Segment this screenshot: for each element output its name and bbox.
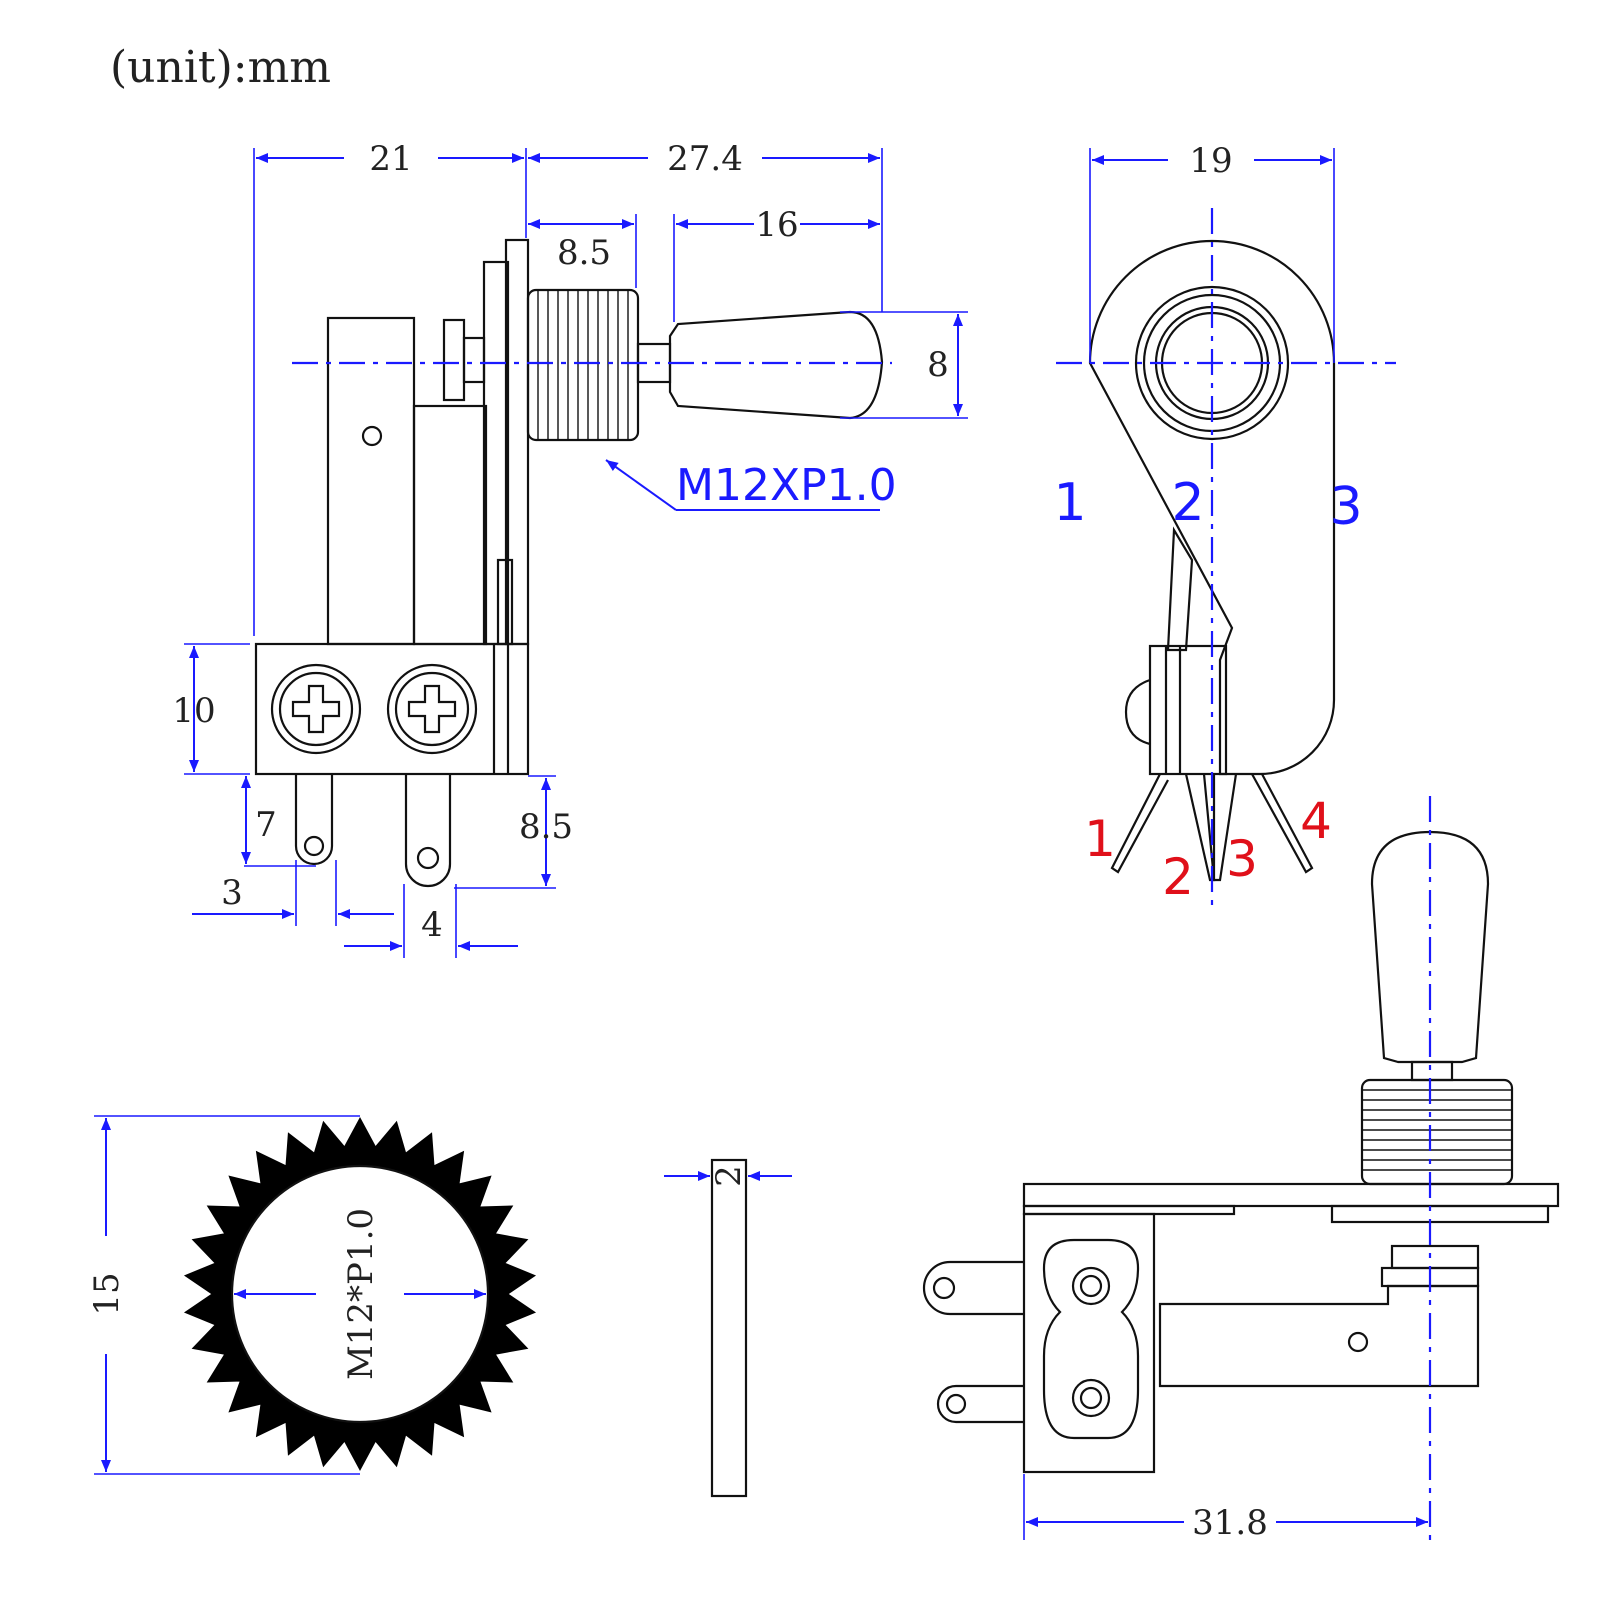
end-plate: [1088, 239, 1336, 776]
terminal-body: [254, 642, 530, 776]
bottom-dims: 31.8: [1023, 1474, 1428, 1543]
blade: [1166, 526, 1194, 652]
terminal-2: 2: [1162, 848, 1194, 906]
bushing-threads: [537, 290, 629, 440]
bottom-mount-plate: [1022, 1182, 1560, 1208]
end-view-dims: 19 1 2 3 1 2 3 4: [1053, 141, 1362, 906]
dim-10: 10: [172, 691, 215, 731]
bottom-screw-link: [1042, 1238, 1140, 1440]
mount-plate: [482, 260, 510, 646]
dim-2: 2: [709, 1165, 749, 1187]
bottom-lug-1: [922, 1260, 1024, 1316]
terminal-3: 3: [1226, 830, 1258, 888]
bottom-bushing: [1360, 1078, 1514, 1186]
terminal-1: 1: [1084, 810, 1116, 868]
mount-plate-front: [504, 238, 530, 646]
bottom-view: [922, 796, 1560, 1540]
lug-2: [404, 774, 452, 888]
bottom-pivot: [1390, 1244, 1480, 1270]
rivet-hole: [361, 425, 383, 447]
nut-bore: [230, 1164, 490, 1424]
screw-1: [270, 663, 362, 755]
pivot-collar: [442, 318, 466, 402]
end-body: [1148, 644, 1228, 776]
pivot-neck: [462, 336, 486, 384]
dim-31-8: 31.8: [1192, 1503, 1268, 1543]
thread-callout: M12XP1.0: [676, 460, 897, 511]
dim-15: 15: [87, 1272, 127, 1315]
end-view: [1056, 208, 1396, 908]
dim-8: 8: [927, 345, 949, 385]
threaded-bushing: [526, 288, 640, 442]
bottom-lug-2: [936, 1384, 1024, 1424]
leg-1: [1110, 773, 1169, 874]
leg-4: [1251, 773, 1314, 874]
unit-label: (unit):mm: [110, 42, 331, 93]
dim-4: 4: [421, 905, 443, 945]
bottom-terminal-body: [1022, 1212, 1156, 1474]
nut-outer: [1134, 285, 1290, 441]
leg-3: [1212, 773, 1238, 882]
screw-2: [386, 663, 478, 755]
washer-view: 2: [664, 1158, 792, 1498]
end-screw: [1124, 678, 1151, 746]
nut-thread-label: M12*P1.0: [341, 1208, 381, 1380]
lever-tip: [668, 310, 884, 420]
side-view: [254, 238, 892, 888]
side-view-dims: 21 27.4 8.5 16 8 10 7 8.5 3 4 M12X: [172, 139, 968, 958]
dim-16: 16: [755, 205, 798, 245]
nut-view: M12*P1.0: [183, 1116, 537, 1472]
lug-1: [294, 774, 334, 866]
dim-19: 19: [1189, 141, 1232, 181]
position-1: 1: [1053, 473, 1086, 533]
terminal-4: 4: [1300, 792, 1332, 850]
position-3: 3: [1329, 477, 1362, 537]
dim-lug-8-5: 8.5: [519, 807, 573, 847]
washer-edge: [710, 1158, 748, 1498]
dim-7: 7: [255, 805, 277, 845]
bottom-housing: [1158, 1284, 1480, 1388]
dim-21: 21: [369, 139, 412, 179]
housing-step: [412, 404, 488, 646]
dim-27-4: 27.4: [667, 139, 743, 179]
nut-dims: 15: [87, 1115, 360, 1475]
dim-bushing: 8.5: [557, 233, 611, 273]
housing: [326, 316, 416, 646]
position-2: 2: [1171, 473, 1204, 533]
dim-3: 3: [221, 873, 243, 913]
